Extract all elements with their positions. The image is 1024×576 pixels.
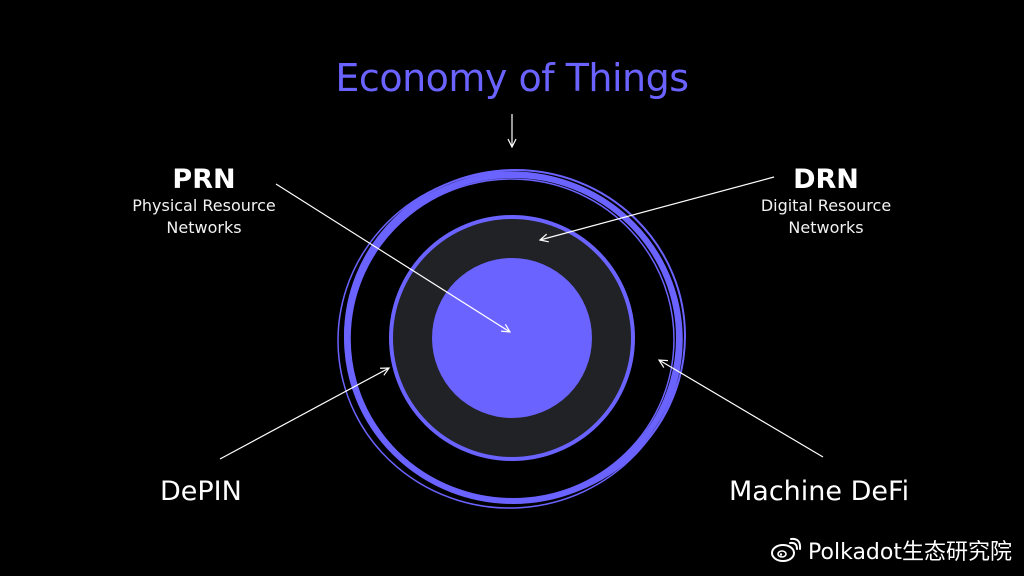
drn-title: DRN (793, 164, 859, 195)
prn-label: PRN Physical Resource Networks (104, 165, 304, 239)
prn-title: PRN (172, 164, 236, 195)
arrow-drn (540, 176, 775, 240)
machine-defi-label: Machine DeFi (729, 476, 910, 507)
prn-sub-line1: Physical Resource (132, 196, 276, 215)
drn-sub-line2: Networks (788, 218, 864, 237)
watermark-text: Polkadot生态研究院 (808, 540, 1012, 565)
depin-label: DePIN (160, 476, 242, 507)
drn-label: DRN Digital Resource Networks (726, 165, 926, 239)
outer-ring (337, 169, 686, 509)
inner-core (432, 258, 592, 418)
drn-sub-line1: Digital Resource (760, 196, 892, 215)
weibo-icon (771, 537, 802, 562)
arrow-prn (275, 183, 510, 332)
diagram-title: Economy of Things (335, 56, 689, 100)
arrow-machine-defi (659, 360, 824, 458)
arrow-depin (219, 368, 389, 460)
watermark: Polkadot生态研究院 (770, 534, 1012, 566)
prn-sub-line2: Networks (166, 218, 242, 237)
